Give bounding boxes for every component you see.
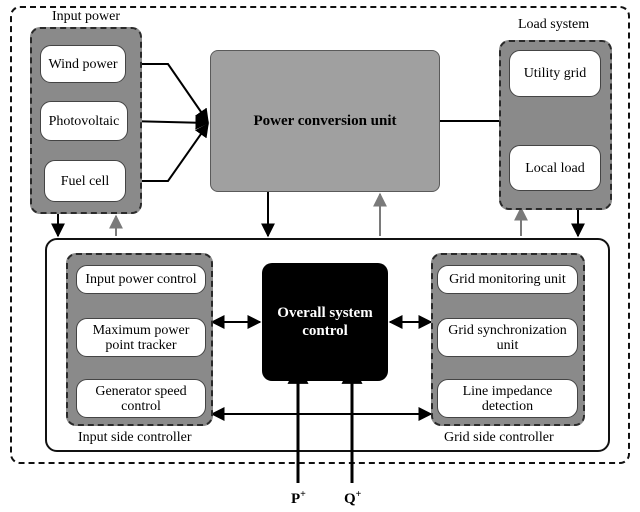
power-conversion-unit: Power conversion unit bbox=[210, 50, 440, 192]
load-system-title: Load system bbox=[518, 17, 590, 32]
grid-synchronization-unit-box: Grid synchronization unit bbox=[437, 318, 578, 357]
p-symbol: P bbox=[291, 491, 301, 507]
p-superscript: + bbox=[300, 489, 306, 500]
q-reference-label: Q+ bbox=[344, 489, 361, 508]
photovoltaic-box: Photovoltaic bbox=[40, 101, 128, 141]
grid-monitoring-unit-box: Grid monitoring unit bbox=[437, 265, 578, 294]
input-power-title: Input power bbox=[52, 9, 121, 24]
input-power-control-box: Input power control bbox=[76, 265, 206, 294]
fuel-cell-box: Fuel cell bbox=[44, 160, 126, 202]
overall-system-control: Overall system control bbox=[262, 263, 388, 381]
grid-side-controller-title: Grid side controller bbox=[444, 430, 554, 445]
system-boundary bbox=[10, 6, 630, 464]
utility-grid-box: Utility grid bbox=[509, 50, 601, 97]
mppt-box: Maximum power point tracker bbox=[76, 318, 206, 357]
p-reference-label: P+ bbox=[291, 489, 306, 508]
input-side-controller-title: Input side controller bbox=[78, 430, 192, 445]
q-superscript: + bbox=[355, 489, 362, 500]
line-impedance-detection-box: Line impedance detection bbox=[437, 379, 578, 418]
q-symbol: Q bbox=[344, 491, 356, 507]
wind-power-box: Wind power bbox=[40, 45, 126, 83]
generator-speed-control-box: Generator speed control bbox=[76, 379, 206, 418]
local-load-box: Local load bbox=[509, 145, 601, 191]
